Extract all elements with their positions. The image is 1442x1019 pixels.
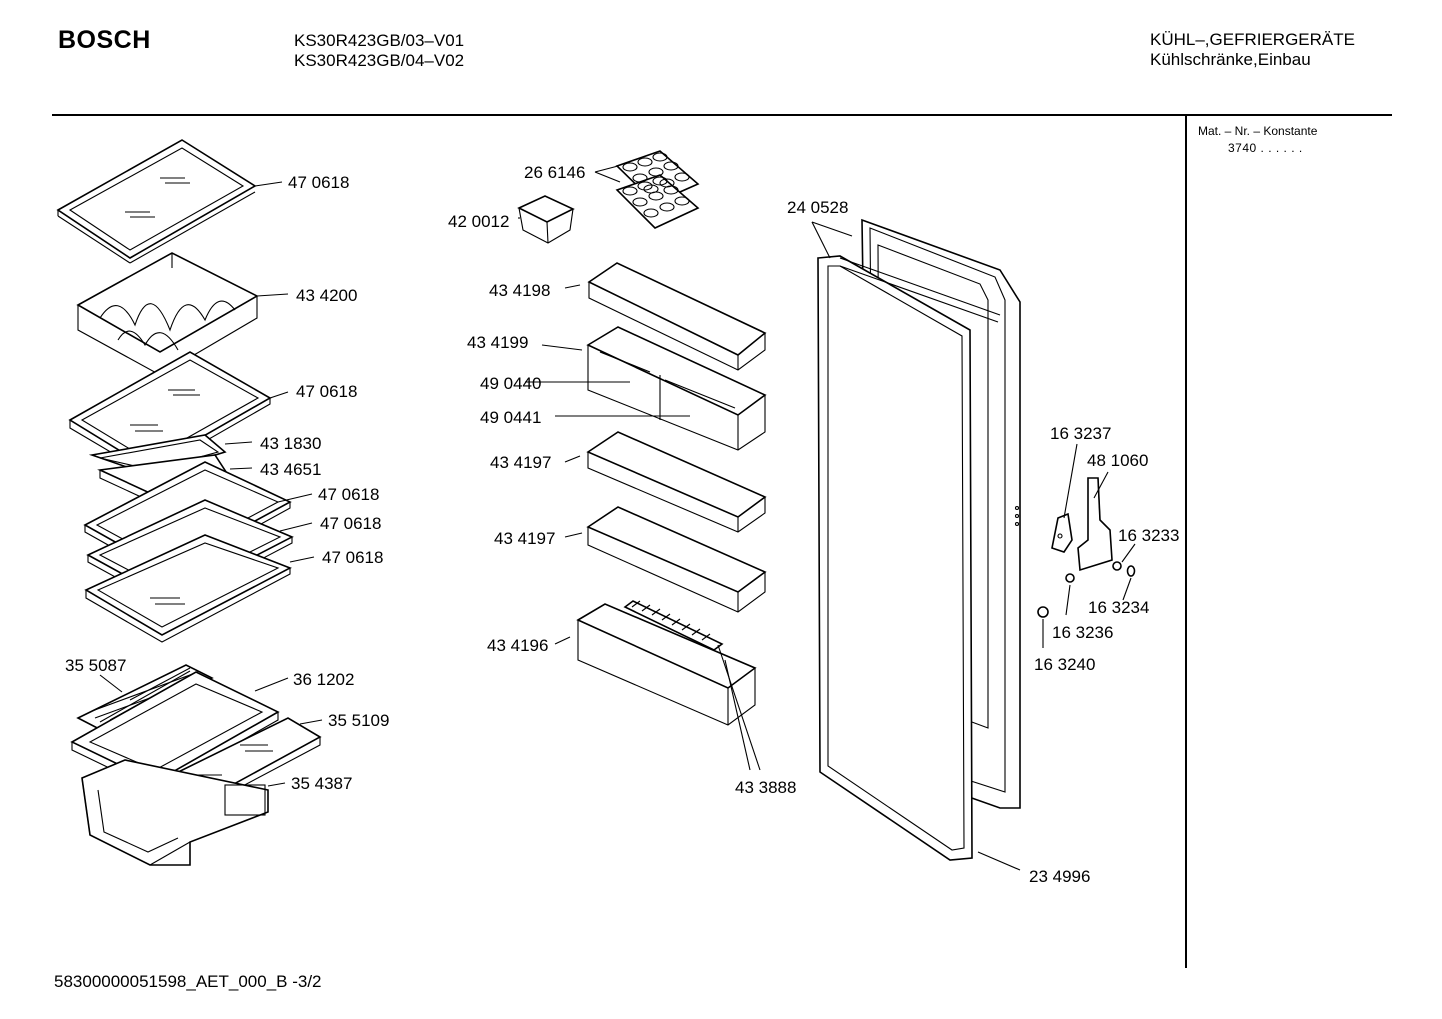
part-labels: 47 0618 43 4200 47 0618 43 1830 43 4651 … [65,163,1179,886]
model-number-1: KS30R423GB/03–V01 [294,31,465,50]
category-subtitle: Kühlschränke,Einbau [1150,50,1311,69]
middle-leader-lines [518,165,761,771]
part-label: 47 0618 [320,514,381,533]
door-bin-1[interactable] [587,262,767,371]
part-label: 47 0618 [296,382,357,401]
part-label: 47 0618 [288,173,349,192]
crisper-drawer[interactable] [81,759,269,866]
part-label: 48 1060 [1087,451,1148,470]
part-label: 16 3240 [1034,655,1095,674]
part-label: 43 4198 [489,281,550,300]
butter-dish[interactable] [517,195,575,244]
part-label: 42 0012 [448,212,509,231]
sidebar-divider [1185,116,1187,968]
part-label: 16 3237 [1050,424,1111,443]
header-divider [52,114,1392,116]
hinge-plate[interactable] [1051,512,1073,553]
material-number-value: 3740 . . . . . . [1228,141,1303,155]
door-bin-3[interactable] [586,431,767,533]
glass-shelf-top[interactable] [56,139,257,264]
brand-logo: BOSCH [58,26,151,54]
part-label: 23 4996 [1029,867,1090,886]
part-label: 35 5109 [328,711,389,730]
part-label: 43 1830 [260,434,321,453]
bottle-retainer[interactable] [623,600,724,651]
left-leader-lines [99,181,323,787]
egg-tray[interactable] [615,150,700,229]
category-title: KÜHL–,GEFRIERGERÄTE [1150,30,1355,49]
hinge-bracket[interactable] [1077,477,1113,572]
door-leader-lines [811,221,1021,871]
part-label: 43 4651 [260,460,321,479]
part-label: 24 0528 [787,198,848,217]
part-label: 26 6146 [524,163,585,182]
door-bin-4[interactable] [586,506,767,613]
door-gasket[interactable] [817,255,1001,861]
door-bin-2-tall[interactable] [586,326,767,451]
model-number-2: KS30R423GB/04–V02 [294,51,465,70]
document-id: 58300000051598_AET_000_B -3/2 [54,972,322,991]
door-bin-bottom[interactable] [576,603,757,726]
part-label: 35 5087 [65,656,126,675]
wine-rack[interactable] [76,252,259,376]
material-number-label: Mat. – Nr. – Konstante [1198,124,1318,138]
part-label: 47 0618 [318,485,379,504]
part-label: 35 4387 [291,774,352,793]
part-label: 49 0440 [480,374,541,393]
part-label: 36 1202 [293,670,354,689]
part-label: 16 3233 [1118,526,1179,545]
part-label: 43 4197 [494,529,555,548]
part-label: 43 3888 [735,778,796,797]
part-label: 16 3236 [1052,623,1113,642]
glass-shelf-5[interactable] [84,534,292,643]
part-label: 43 4200 [296,286,357,305]
hinge-leader-lines [1042,443,1136,648]
part-label: 43 4197 [490,453,551,472]
part-label: 43 4196 [487,636,548,655]
part-label: 47 0618 [322,548,383,567]
part-label: 43 4199 [467,333,528,352]
part-label: 16 3234 [1088,598,1149,617]
screw-parts[interactable] [1037,561,1136,618]
part-label: 49 0441 [480,408,541,427]
